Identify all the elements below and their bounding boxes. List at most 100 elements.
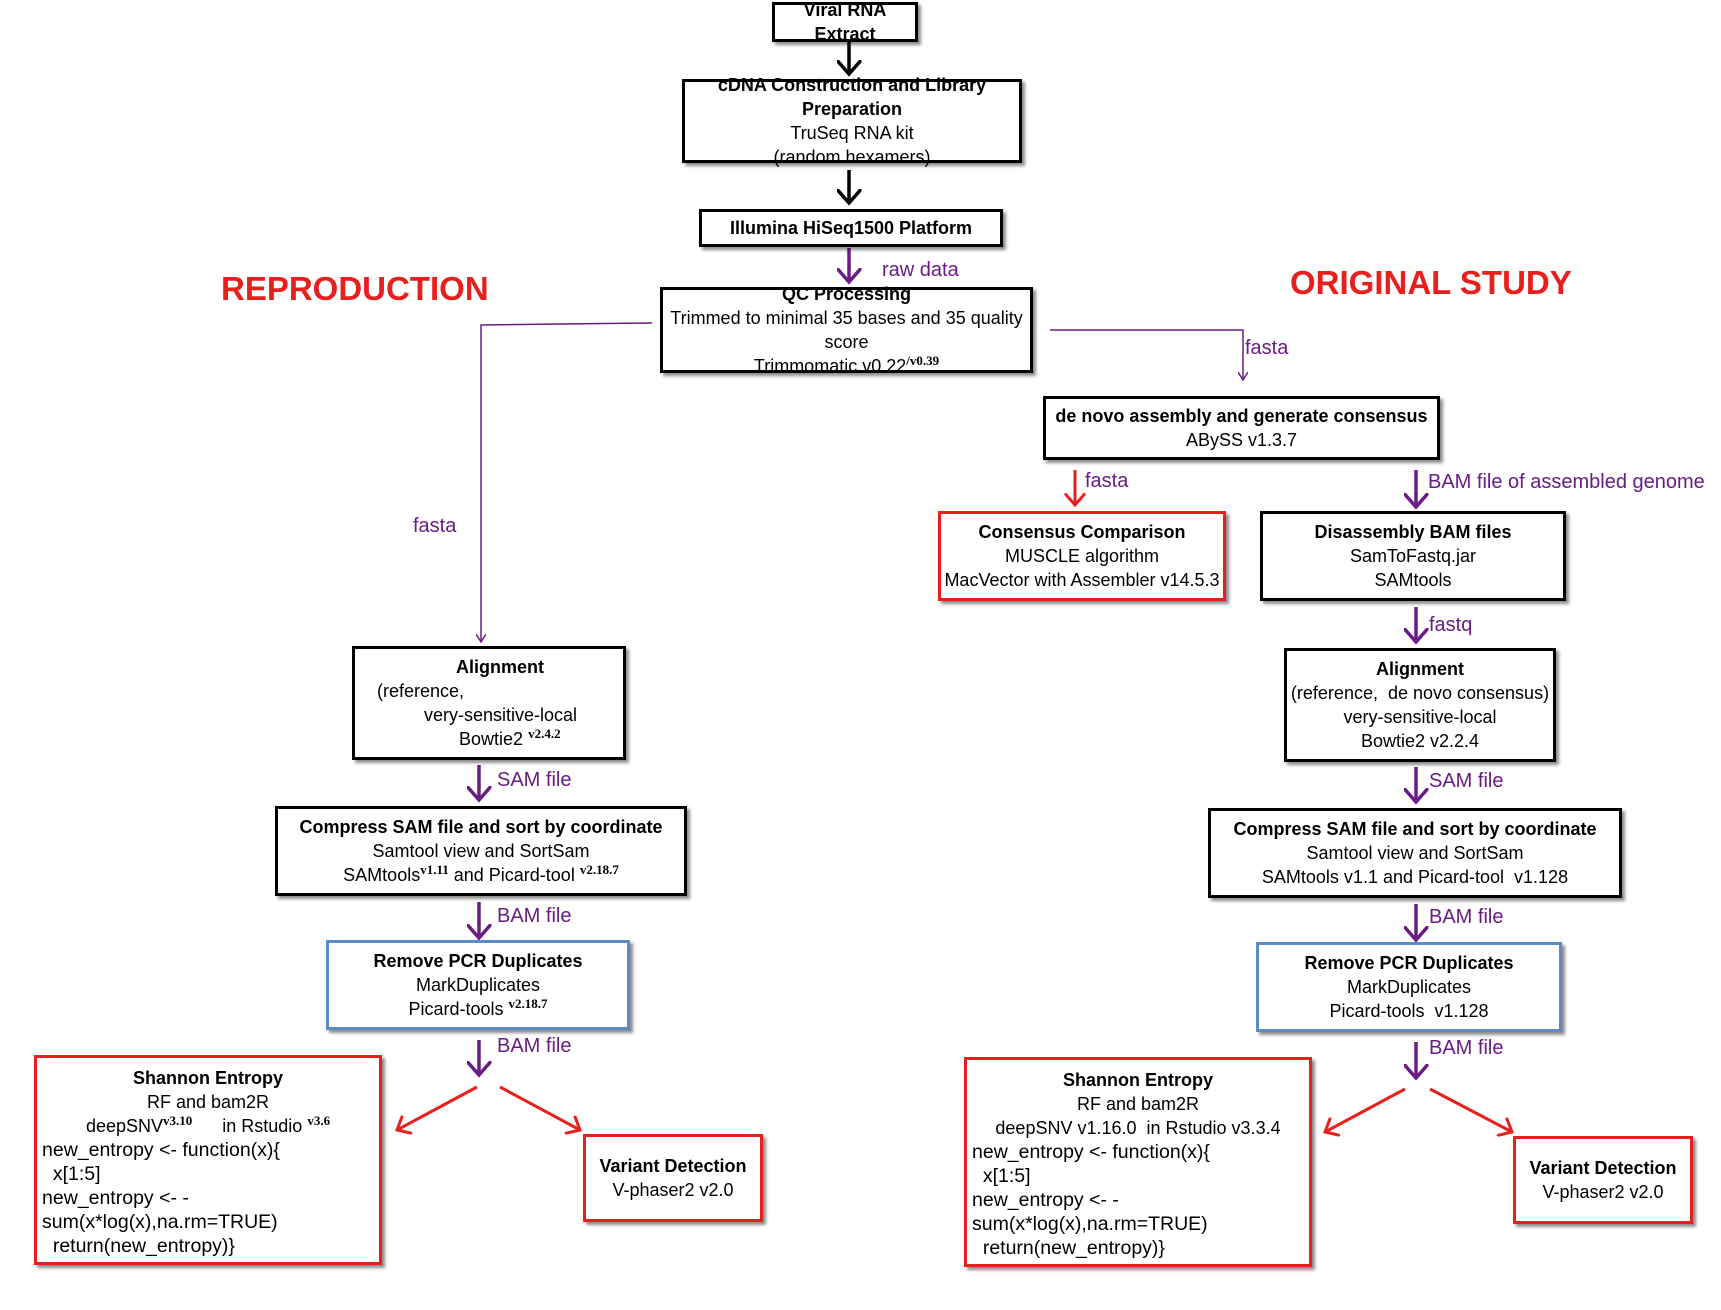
box-line: RF and bam2R (146, 1092, 270, 1112)
box-title: Shannon Entropy (133, 1068, 283, 1088)
box-title: Alignment (1376, 659, 1464, 679)
box-line: SAMtools (1374, 570, 1452, 590)
code-block: new_entropy <- function(x){ x[1:5] new_e… (37, 1138, 379, 1258)
code-line: sum(x*log(x),na.rm=TRUE) (42, 1211, 278, 1233)
box-line: deepSNV v1.16.0 in Rstudio v3.3.4 (995, 1118, 1281, 1138)
version-text: SAMtools (343, 865, 421, 885)
code-line: return(new_entropy)} (42, 1235, 235, 1257)
box-title: Remove PCR Duplicates (373, 951, 583, 971)
box-line: Samtool view and SortSam (1306, 843, 1524, 863)
label-left-sam-file: SAM file (497, 769, 572, 791)
box-line: MarkDuplicates (415, 975, 541, 995)
version-text: Trimmomatic v0.22 (753, 356, 907, 376)
label-right-fasta-red-arrow: fasta (1085, 470, 1129, 492)
box-qc-processing: QC Processing Trimmed to minimal 35 base… (660, 284, 1033, 376)
version-sup: v1.11 (420, 862, 449, 877)
code-line: sum(x*log(x),na.rm=TRUE) (972, 1213, 1208, 1235)
box-consensus-comparison: Consensus Comparison MUSCLE algorithm Ma… (938, 511, 1226, 601)
version-text: and Picard-tool (448, 865, 580, 885)
label-left-fasta: fasta (413, 515, 457, 537)
box-line: Trimmomatic v0.22/v0.39 (754, 354, 939, 378)
box-line: Picard-tools v2.18.7 (408, 997, 547, 1021)
version-text: in Rstudio (192, 1116, 308, 1136)
box-line: SamToFastq.jar (1349, 546, 1477, 566)
arrow-right-to-entropy (1325, 1087, 1406, 1132)
arrow-right-to-variant (1429, 1087, 1512, 1132)
version-sup: v2.18.7 (579, 862, 619, 877)
arrow-left-to-entropy (397, 1085, 478, 1130)
version-sup: /v0.39 (906, 353, 940, 368)
line-qc-to-denovo (1050, 329, 1243, 380)
box-right-variant-detection: Variant Detection V-phaser2 v2.0 (1513, 1136, 1693, 1224)
box-right-remove-pcr: Remove PCR Duplicates MarkDuplicates Pic… (1256, 942, 1562, 1032)
box-left-variant-detection: Variant Detection V-phaser2 v2.0 (583, 1134, 763, 1222)
code-line: x[1:5] (972, 1165, 1031, 1187)
version-text: deepSNV (85, 1116, 163, 1136)
code-line: new_entropy <- - (42, 1187, 189, 1209)
box-disassembly-bam: Disassembly BAM files SamToFastq.jar SAM… (1260, 511, 1566, 601)
box-line: MarkDuplicates (1346, 977, 1472, 997)
box-line: deepSNVv3.10 in Rstudio v3.6 (86, 1114, 330, 1138)
box-cdna-construction: cDNA Construction and Library Preparatio… (682, 75, 1022, 167)
line-qc-to-left-alignment (481, 322, 653, 642)
box-right-alignment: Alignment (reference, de novo consensus)… (1284, 648, 1556, 762)
box-line: V-phaser2 v2.0 (612, 1180, 734, 1200)
version-sup: v2.4.2 (528, 726, 561, 741)
box-line: Bowtie2 v2.2.4 (1360, 731, 1480, 751)
box-line: Picard-tools v1.128 (1329, 1001, 1489, 1021)
box-denovo-assembly: de novo assembly and generate consensus … (1043, 396, 1440, 460)
box-line: Bowtie2 v2.4.2 (377, 727, 561, 751)
box-title: Shannon Entropy (1063, 1070, 1213, 1090)
label-right-fastq: fastq (1429, 614, 1473, 636)
box-right-compress: Compress SAM file and sort by coordinate… (1208, 808, 1622, 898)
code-line: return(new_entropy)} (972, 1237, 1165, 1259)
box-title: QC Processing (781, 284, 912, 304)
box-left-compress: Compress SAM file and sort by coordinate… (275, 806, 687, 896)
box-title: Alignment (456, 657, 544, 677)
code-block: new_entropy <- function(x){ x[1:5] new_e… (967, 1140, 1309, 1260)
box-line: SAMtools v1.1 and Picard-tool v1.128 (1261, 867, 1569, 887)
box-title: Consensus Comparison (978, 522, 1186, 542)
code-line: new_entropy <- function(x){ (42, 1139, 280, 1161)
code-line: x[1:5] (42, 1163, 101, 1185)
version-sup: v3.6 (307, 1113, 331, 1128)
box-line: V-phaser2 v2.0 (1542, 1182, 1664, 1202)
box-title: de novo assembly and generate consensus (1055, 406, 1428, 426)
box-line: MacVector with Assembler v14.5.3 (944, 570, 1220, 590)
box-right-shannon-entropy: Shannon Entropy RF and bam2R deepSNV v1.… (964, 1057, 1312, 1267)
box-line: SAMtoolsv1.11 and Picard-tool v2.18.7 (343, 863, 619, 887)
box-line: very-sensitive-local (424, 705, 578, 725)
box-left-alignment: Alignment (reference, very-sensitive-loc… (352, 646, 626, 760)
arrow-left-to-variant (499, 1085, 580, 1130)
version-text: Bowtie2 (459, 729, 524, 749)
heading-original-study: ORIGINAL STUDY (1290, 264, 1572, 301)
box-title: Compress SAM file and sort by coordinate (299, 817, 663, 837)
box-line: MUSCLE algorithm (1004, 546, 1160, 566)
label-right-bam-file-1: BAM file (1429, 906, 1504, 928)
box-line: (reference, (377, 681, 465, 701)
box-viral-rna-extract: Viral RNA Extract (772, 0, 918, 44)
box-line: TruSeq RNA kit (790, 123, 914, 143)
box-title: Disassembly BAM files (1314, 522, 1512, 542)
box-line: Trimmed to minimal 35 bases and 35 quali… (670, 308, 1023, 352)
box-left-remove-pcr: Remove PCR Duplicates MarkDuplicates Pic… (326, 940, 630, 1030)
box-line: (random hexamers) (773, 147, 931, 167)
box-line: (reference, de novo consensus) (1290, 683, 1550, 703)
box-title: Variant Detection (1529, 1158, 1677, 1178)
label-left-bam-file-1: BAM file (497, 905, 572, 927)
label-raw-data: raw data (882, 259, 959, 281)
box-line: Samtool view and SortSam (372, 841, 590, 861)
box-title: Compress SAM file and sort by coordinate (1233, 819, 1597, 839)
version-sup: v2.18.7 (508, 996, 548, 1011)
version-sup: v3.10 (163, 1113, 193, 1128)
label-left-bam-file-2: BAM file (497, 1035, 572, 1057)
code-line: new_entropy <- - (972, 1189, 1119, 1211)
box-left-shannon-entropy: Shannon Entropy RF and bam2R deepSNVv3.1… (34, 1055, 382, 1265)
box-title: Viral RNA Extract (803, 0, 887, 44)
box-line: ABySS v1.3.7 (1185, 430, 1298, 450)
box-title: cDNA Construction and Library Preparatio… (717, 75, 987, 119)
label-right-bam-file-2: BAM file (1429, 1037, 1504, 1059)
box-illumina: Illumina HiSeq1500 Platform (699, 209, 1003, 247)
label-right-fasta: fasta (1245, 337, 1289, 359)
